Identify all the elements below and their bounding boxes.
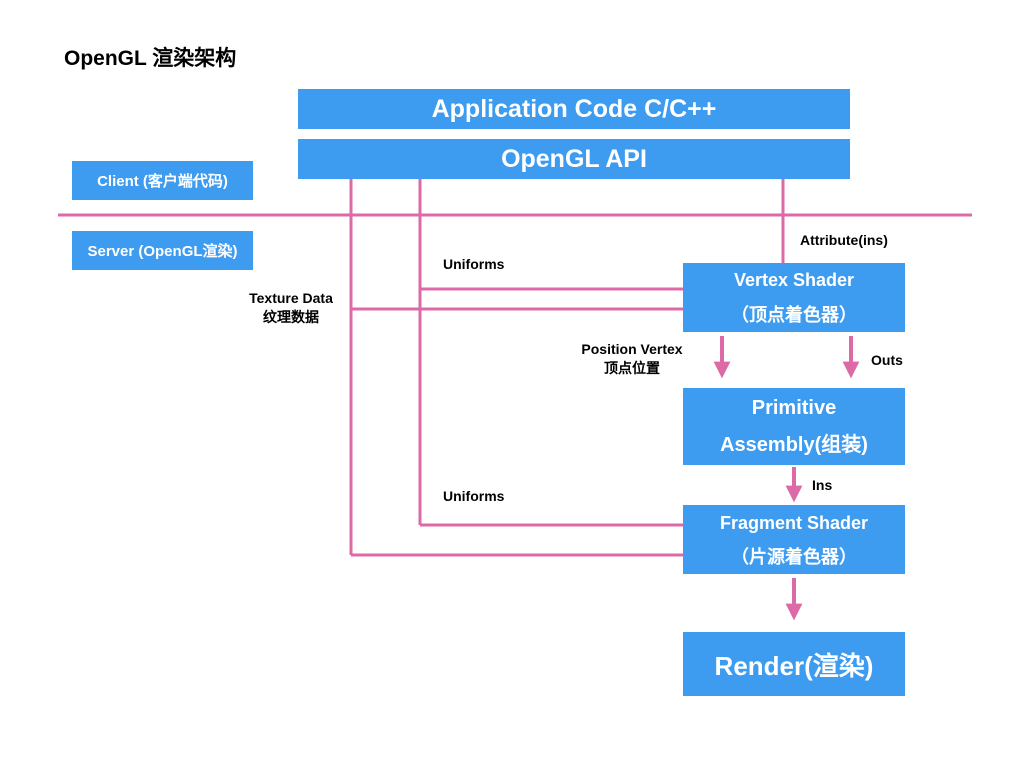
outs-label: Outs	[871, 352, 903, 368]
server-box: Server (OpenGL渲染)	[72, 231, 253, 270]
fragment-shader-box: Fragment Shader （片源着色器）	[683, 505, 905, 574]
vertex-shader-sublabel: （顶点着色器）	[731, 304, 857, 325]
primitive-assembly-sublabel: Assembly(组装)	[720, 433, 868, 456]
fragment-shader-label: Fragment Shader	[719, 512, 869, 533]
page-title: OpenGL 渲染架构	[64, 47, 237, 70]
vertex-shader-label: Vertex Shader	[733, 269, 855, 290]
primitive-assembly-box: Primitive Assembly(组装)	[683, 388, 905, 465]
ins-label: Ins	[812, 477, 833, 493]
opengl-api-box: OpenGL API	[298, 139, 850, 179]
application-code-box: Application Code C/C++	[298, 89, 850, 129]
position-vertex-line2: 顶点位置	[604, 360, 660, 376]
client-label: Client (客户端代码)	[97, 173, 228, 190]
application-code-label: Application Code C/C++	[431, 94, 717, 123]
texture-data-line1: Texture Data	[249, 290, 333, 306]
render-label: Render(渲染)	[714, 650, 874, 681]
client-box: Client (客户端代码)	[72, 161, 253, 200]
uniforms-top-label: Uniforms	[443, 256, 505, 272]
texture-data-line2: 纹理数据	[263, 309, 319, 325]
render-box: Render(渲染)	[683, 632, 905, 696]
primitive-assembly-label: Primitive	[751, 396, 837, 419]
texture-data-label: Texture Data 纹理数据	[238, 289, 344, 327]
fragment-shader-sublabel: （片源着色器）	[731, 546, 857, 567]
attribute-label: Attribute(ins)	[800, 232, 888, 248]
server-label: Server (OpenGL渲染)	[87, 243, 238, 260]
uniforms-bottom-label: Uniforms	[443, 488, 505, 504]
vertex-shader-box: Vertex Shader （顶点着色器）	[683, 263, 905, 332]
position-vertex-line1: Position Vertex	[581, 341, 683, 357]
opengl-api-label: OpenGL API	[501, 144, 647, 173]
position-vertex-label: Position Vertex 顶点位置	[569, 340, 695, 378]
